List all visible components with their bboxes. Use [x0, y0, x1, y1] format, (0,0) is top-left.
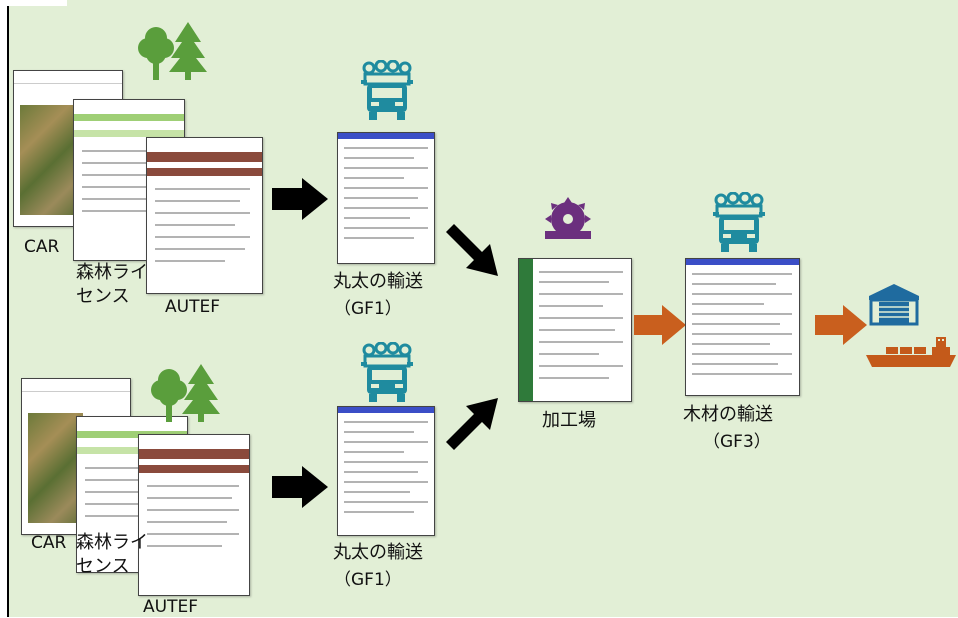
warehouse-icon	[869, 284, 919, 326]
truck-icon	[713, 192, 765, 252]
timber-transport-label: 木材の輸送	[683, 404, 773, 425]
arrow-icon	[815, 305, 867, 345]
panel-notch	[7, 0, 67, 6]
processing-label: 加工場	[542, 410, 596, 431]
arrow-icon	[634, 305, 686, 345]
forest-license-label-bottom-1: 森林ライ	[76, 532, 148, 553]
log-transport-code-top: （GF1）	[334, 299, 402, 319]
ship-icon	[866, 337, 956, 367]
car-label-bottom: CAR	[31, 533, 67, 553]
forest-license-label-top-1: 森林ライ	[76, 262, 148, 283]
log-transport-code-bottom: （GF1）	[334, 570, 402, 590]
gf3-document	[685, 258, 800, 396]
log-transport-label-bottom: 丸太の輸送	[333, 542, 423, 563]
forest-license-label-bottom-2: センス	[76, 556, 130, 577]
truck-icon	[361, 342, 413, 402]
autef-label-top: AUTEF	[165, 297, 220, 317]
gf1-document-top	[337, 132, 435, 264]
autef-document-bottom	[138, 434, 250, 596]
processing-document	[518, 258, 632, 402]
car-label-top: CAR	[24, 237, 60, 257]
arrow-icon	[272, 466, 328, 508]
arrow-icon	[446, 224, 498, 276]
saw-blade-icon	[545, 197, 591, 239]
tree-icon	[151, 364, 220, 422]
arrow-icon	[272, 178, 328, 220]
tree-icon	[138, 22, 207, 80]
forest-license-label-top-2: センス	[76, 286, 130, 307]
arrow-icon	[446, 398, 498, 450]
truck-icon	[361, 60, 413, 120]
autef-label-bottom: AUTEF	[143, 597, 198, 617]
autef-document-top	[146, 137, 263, 294]
gf1-document-bottom	[337, 406, 435, 536]
log-transport-label-top: 丸太の輸送	[333, 271, 423, 292]
timber-transport-code: （GF3）	[703, 432, 771, 452]
